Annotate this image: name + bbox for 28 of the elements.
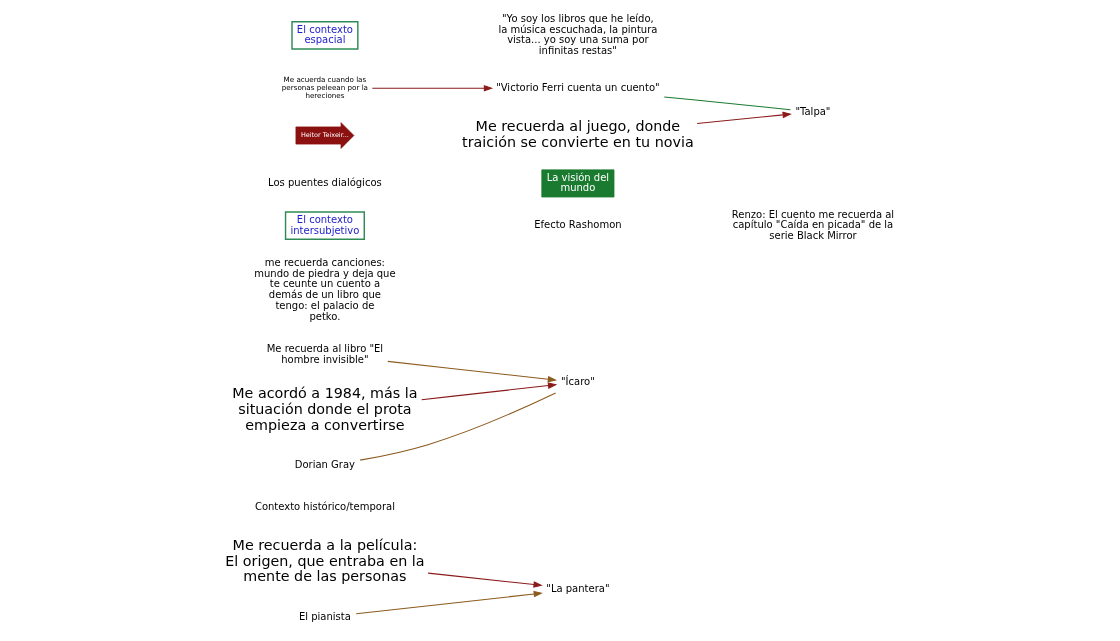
node-text: El pianista xyxy=(298,610,351,622)
node-text: me recuerda canciones: mundo de piedra y deja que te ceunte un cuento a demás de un libro que tengo: el palacio de petko. xyxy=(254,256,396,322)
node-box: El contexto intersubjetivo xyxy=(284,211,365,240)
node-text: "Victorio Ferri cuenta un cuento" xyxy=(496,81,660,93)
arrow xyxy=(421,382,558,401)
node-box: La visión del mundo xyxy=(541,169,615,198)
node-text: Contexto histórico/temporal xyxy=(254,500,395,512)
arrow xyxy=(696,111,792,125)
connector xyxy=(663,96,791,111)
node-text: Me recuerda al juego, donde traición se convierte en tu novia xyxy=(462,118,694,150)
connector xyxy=(359,392,557,461)
arrow xyxy=(371,85,494,92)
arrow xyxy=(387,360,558,383)
node-text: "La pantera" xyxy=(546,582,610,594)
arrow xyxy=(427,572,543,588)
node-text: Me recuerda al libro "El hombre invisible" xyxy=(266,342,384,365)
node-text: Dorian Gray xyxy=(294,459,356,471)
node-text: Renzo: El cuento me recuerda al capítulo "Caída en picada" de la serie Black Mirror xyxy=(731,208,895,242)
node-text: Me recuerda a la película: El origen, que entraba en la mente de las personas xyxy=(225,536,425,585)
node-text: Efecto Rashomon xyxy=(534,219,622,231)
node-text: Me acuerda cuando las personas peleean por la hereciones xyxy=(281,75,369,100)
node-text: Me acordó a 1984, más la situación donde el prota empieza a convertirse xyxy=(232,385,418,433)
node-box: El contexto espacial xyxy=(291,21,359,50)
node-text: "Yo soy los libros que he leído, la música escuchada, la pintura vista... yo soy una suma por infinitas restas" xyxy=(498,12,658,57)
node-text: "Ícaro" xyxy=(560,376,595,388)
arrow xyxy=(355,590,543,615)
node-text: "Talpa" xyxy=(795,105,831,117)
node-text: Los puentes dialógicos xyxy=(268,177,382,189)
